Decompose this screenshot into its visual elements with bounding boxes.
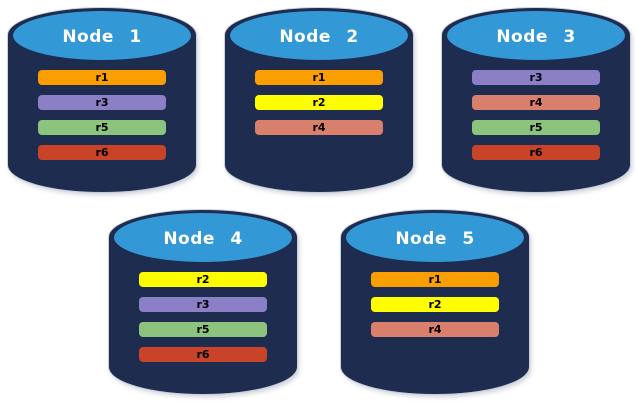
replica-bar-r3: r3 — [472, 70, 600, 85]
top-node-row: Node 1 r1 r3 r5 r6 Node 2 r1 r2 r4 N — [0, 0, 638, 192]
replica-label: r5 — [196, 323, 210, 336]
node-2: Node 2 r1 r2 r4 — [225, 8, 413, 192]
replica-list: r2 r3 r5 r6 — [139, 272, 267, 362]
replica-list: r1 r2 r4 — [255, 70, 383, 135]
replica-label: r4 — [529, 96, 543, 109]
replica-label: r6 — [529, 146, 543, 159]
node-5: Node 5 r1 r2 r4 — [341, 210, 529, 394]
cylinder-top: Node 4 — [114, 213, 292, 262]
replica-bar-r4: r4 — [255, 120, 383, 135]
replica-label: r2 — [196, 273, 210, 286]
replica-label: r2 — [312, 96, 326, 109]
replica-label: r6 — [196, 348, 210, 361]
replica-bar-r1: r1 — [371, 272, 499, 287]
replica-label: r3 — [196, 298, 210, 311]
replica-list: r1 r2 r4 — [371, 272, 499, 337]
node-title: Node 1 — [62, 26, 142, 47]
node-title: Node 4 — [163, 228, 243, 249]
node-title: Node 5 — [395, 228, 475, 249]
replica-label: r4 — [312, 121, 326, 134]
node-title: Node 2 — [279, 26, 359, 47]
replica-bar-r3: r3 — [139, 297, 267, 312]
replica-label: r6 — [95, 146, 109, 159]
replica-label: r1 — [95, 71, 109, 84]
node-3: Node 3 r3 r4 r5 r6 — [442, 8, 630, 192]
replica-bar-r2: r2 — [255, 95, 383, 110]
replica-list: r3 r4 r5 r6 — [472, 70, 600, 160]
replica-bar-r6: r6 — [472, 145, 600, 160]
replica-label: r2 — [428, 298, 442, 311]
replica-bar-r2: r2 — [371, 297, 499, 312]
bottom-node-row: Node 4 r2 r3 r5 r6 Node 5 r1 r2 r4 — [0, 192, 638, 394]
replica-bar-r1: r1 — [255, 70, 383, 85]
replica-bar-r2: r2 — [139, 272, 267, 287]
replica-label: r1 — [428, 273, 442, 286]
replica-label: r4 — [428, 323, 442, 336]
replica-label: r5 — [529, 121, 543, 134]
replica-bar-r3: r3 — [38, 95, 166, 110]
replica-bar-r5: r5 — [38, 120, 166, 135]
node-1: Node 1 r1 r3 r5 r6 — [8, 8, 196, 192]
cylinder-top: Node 1 — [13, 11, 191, 60]
cylinder-top: Node 5 — [346, 213, 524, 262]
node-4: Node 4 r2 r3 r5 r6 — [109, 210, 297, 394]
replica-bar-r4: r4 — [371, 322, 499, 337]
replica-bar-r1: r1 — [38, 70, 166, 85]
replica-label: r1 — [312, 71, 326, 84]
replica-bar-r5: r5 — [139, 322, 267, 337]
replica-label: r3 — [95, 96, 109, 109]
cylinder-top: Node 2 — [230, 11, 408, 60]
replica-bar-r6: r6 — [139, 347, 267, 362]
replica-bar-r5: r5 — [472, 120, 600, 135]
replica-bar-r6: r6 — [38, 145, 166, 160]
replica-label: r3 — [529, 71, 543, 84]
replica-list: r1 r3 r5 r6 — [38, 70, 166, 160]
replica-bar-r4: r4 — [472, 95, 600, 110]
replica-label: r5 — [95, 121, 109, 134]
node-title: Node 3 — [496, 26, 576, 47]
cylinder-top: Node 3 — [447, 11, 625, 60]
